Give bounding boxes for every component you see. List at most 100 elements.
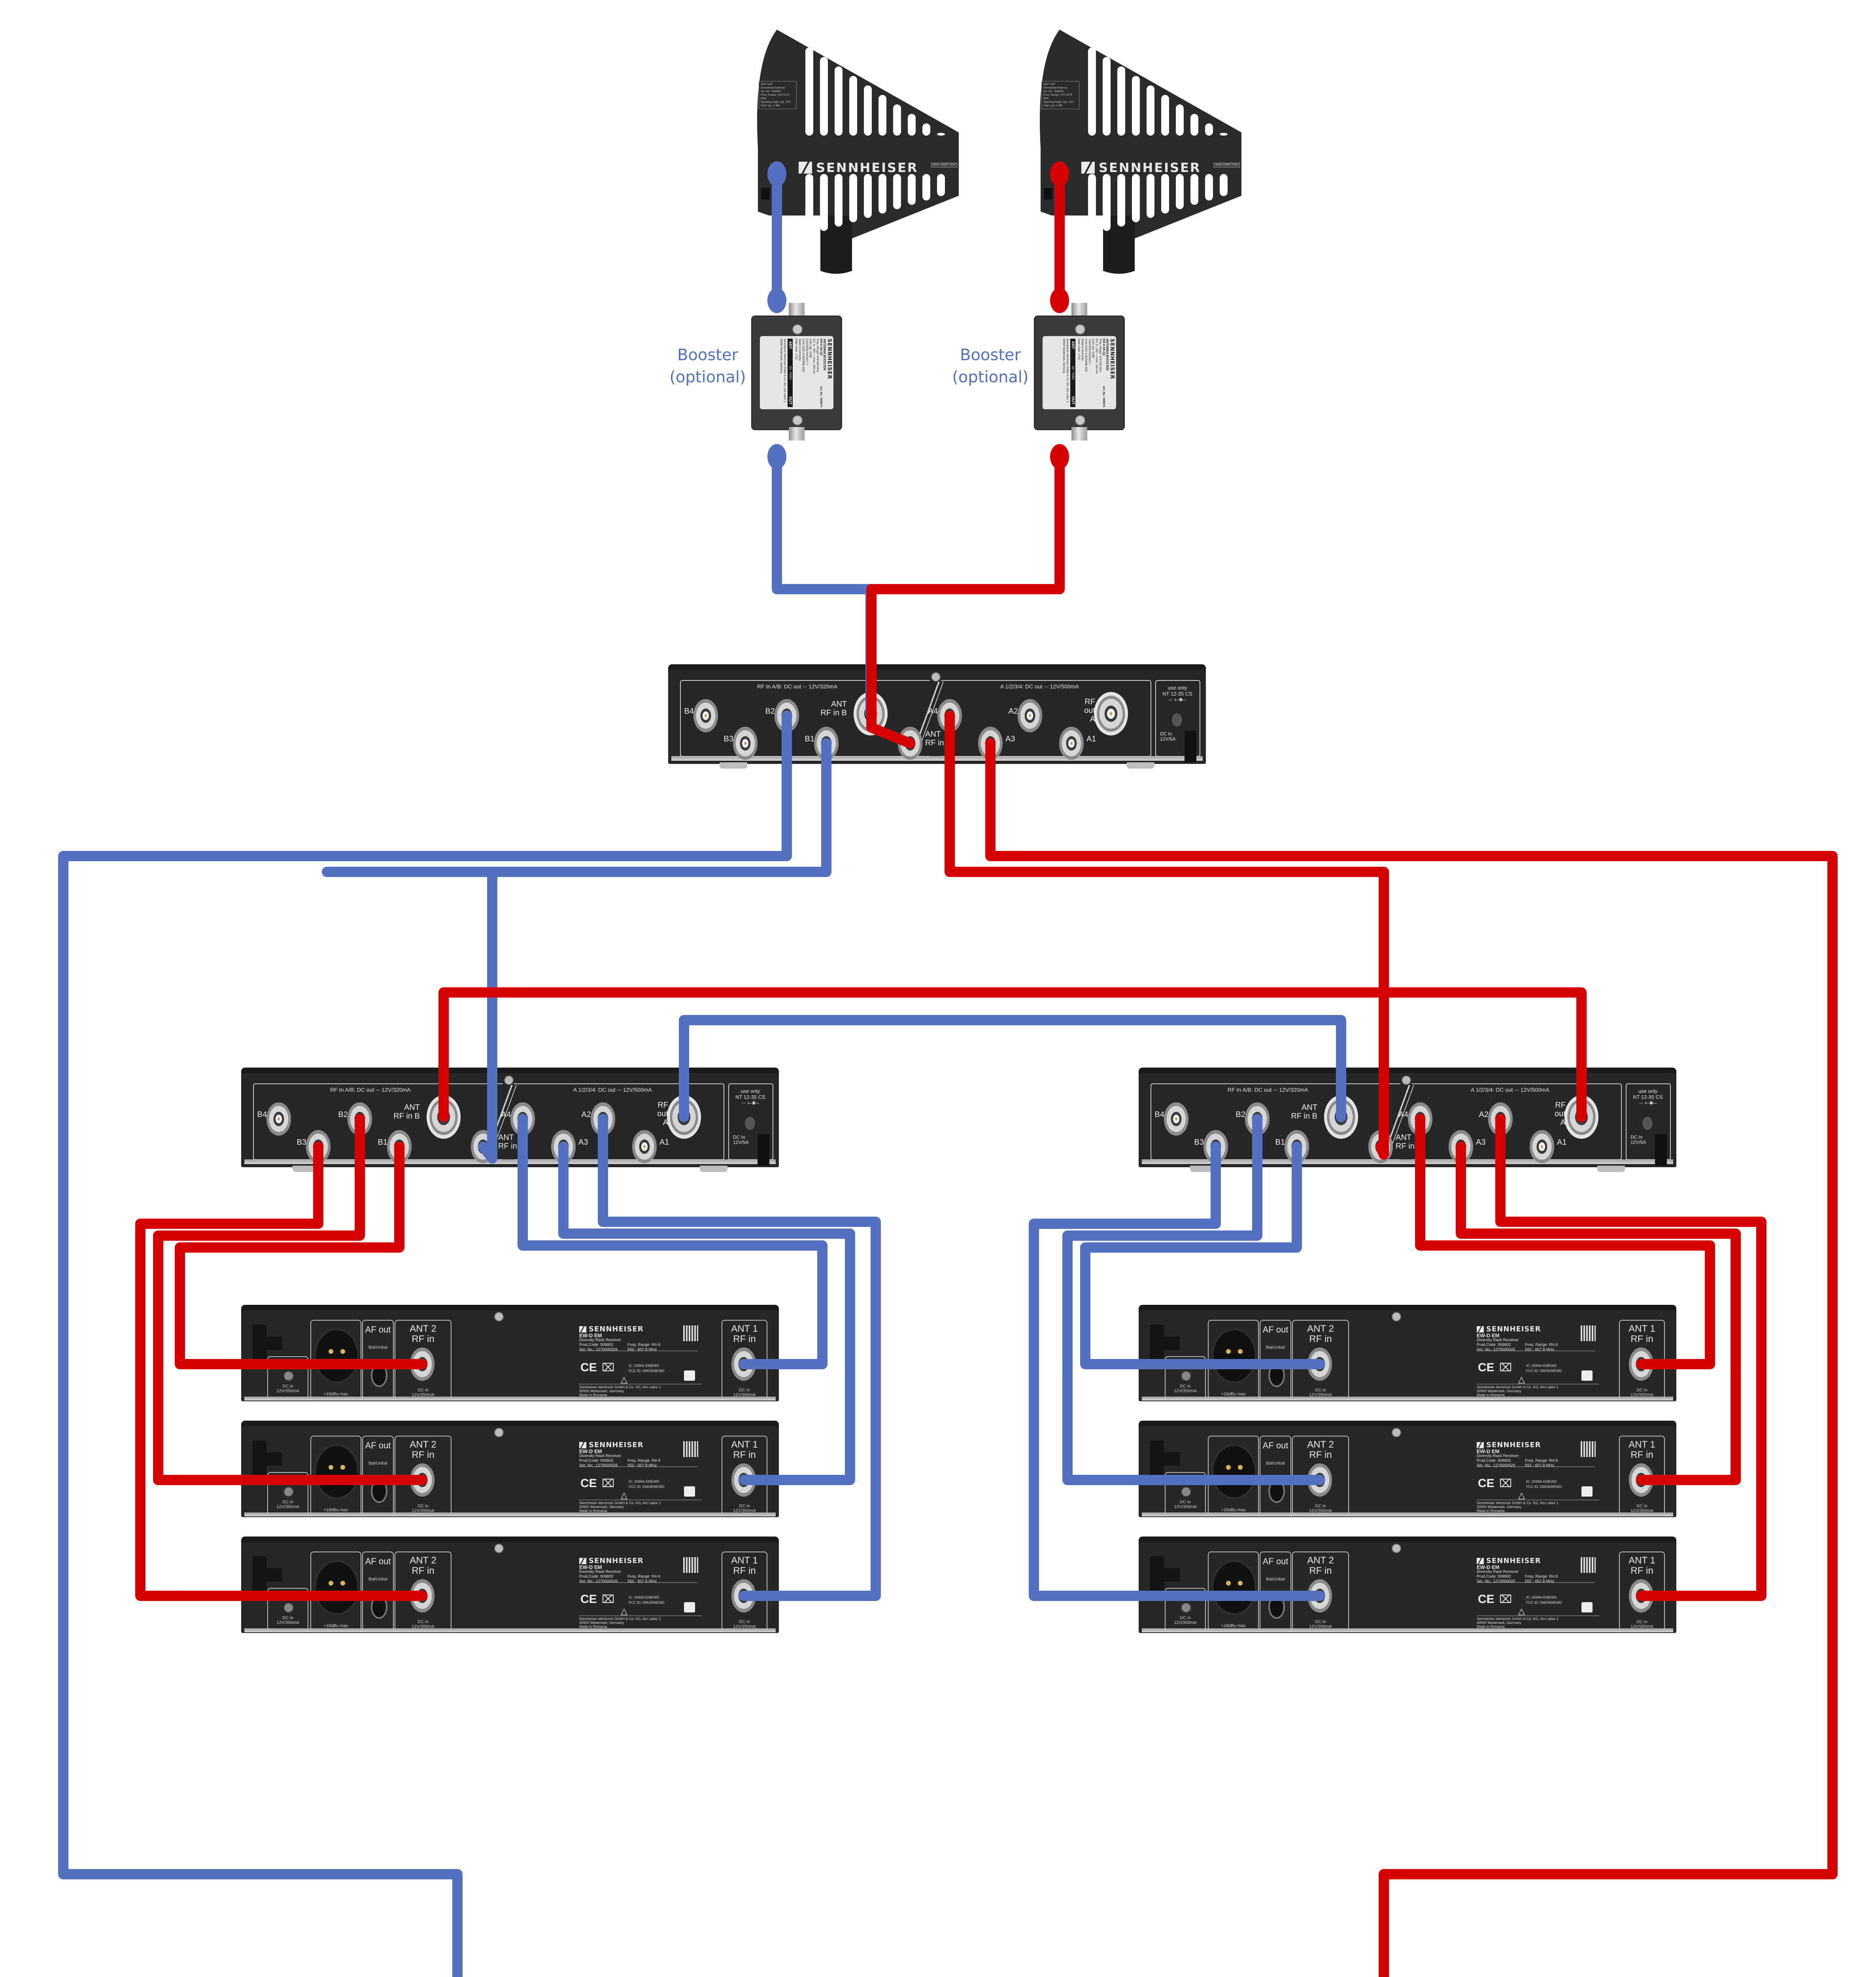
bnc-port-a1[interactable] — [1530, 1130, 1554, 1163]
compliance-mark-icon — [1581, 1486, 1593, 1497]
dc-in-line1: DC in — [1180, 1500, 1191, 1504]
xlr-pin — [340, 1465, 345, 1470]
xlr-output-connector[interactable] — [314, 1329, 359, 1383]
cable-plug — [767, 444, 786, 469]
bnc-port-ant2[interactable] — [410, 1348, 435, 1381]
booster-address: Sennheiser electronic GmbH & Co. KG, Am … — [780, 338, 786, 403]
receiver-brand-text: SENNHEISER — [1486, 1557, 1541, 1565]
booster-ant-label: ANT — [1071, 341, 1075, 349]
dc-jack-icon[interactable] — [283, 1602, 294, 1613]
dc-input-jack[interactable] — [1170, 712, 1184, 728]
af-out-jack[interactable] — [1268, 1479, 1285, 1503]
bnc-port-ant-a[interactable] — [1368, 1130, 1393, 1163]
bnc-port-a4[interactable] — [937, 699, 962, 732]
xlr-output-connector[interactable] — [314, 1444, 359, 1499]
port-label-a1: A1 — [1557, 1138, 1567, 1147]
xlr-pin — [1226, 1349, 1231, 1354]
bnc-port-a2[interactable] — [1488, 1102, 1513, 1136]
xlr-output-connector[interactable] — [314, 1560, 359, 1615]
bnc-port-b2[interactable] — [775, 699, 799, 732]
dc-jack-icon[interactable] — [1181, 1602, 1192, 1613]
antenna-brand: SENNHEISER — [1081, 160, 1201, 175]
bnc-port-ant-b[interactable] — [1324, 1095, 1358, 1139]
port-label-a4: A4 — [928, 707, 938, 716]
dc-input-jack[interactable] — [743, 1115, 757, 1132]
bnc-port-ant1[interactable] — [731, 1348, 756, 1381]
bnc-port-a3[interactable] — [1449, 1130, 1473, 1163]
dc-polarity-icon: ⎓ +-◉-- — [1168, 697, 1186, 703]
bnc-port-ant-b[interactable] — [854, 692, 888, 735]
bnc-port-b3[interactable] — [306, 1130, 331, 1163]
power-cable-latch — [252, 1440, 266, 1476]
receiver-desc: Diversity Rack Receiver — [579, 1454, 622, 1458]
bnc-port-b2[interactable] — [1245, 1102, 1270, 1136]
bnc-port-rf-out-a[interactable] — [667, 1095, 701, 1139]
splitter-foot — [1190, 1166, 1218, 1172]
bnc-port-a4[interactable] — [1408, 1102, 1432, 1136]
bnc-port-b4[interactable] — [693, 699, 718, 732]
bnc-port-b1[interactable] — [814, 727, 839, 760]
af-out-jack[interactable] — [1268, 1363, 1285, 1387]
bnc-port-a4[interactable] — [510, 1102, 535, 1136]
af-out-jack[interactable] — [371, 1479, 387, 1503]
dc-input-jack[interactable] — [1641, 1115, 1654, 1132]
bnc-port-b3[interactable] — [1203, 1130, 1228, 1163]
power-cable-latch — [1150, 1440, 1164, 1476]
bnc-port-ant1[interactable] — [1629, 1579, 1653, 1612]
bnc-port-a3[interactable] — [551, 1130, 576, 1163]
bnc-port-b2[interactable] — [348, 1102, 372, 1136]
xlr-output-connector[interactable] — [1212, 1560, 1256, 1615]
bnc-port-rf-out-a[interactable] — [1094, 692, 1128, 735]
label-divider — [579, 1582, 698, 1583]
bnc-port-a2[interactable] — [591, 1102, 615, 1136]
booster-caption-line2: (optional) — [669, 368, 746, 386]
bnc-port-b4[interactable] — [266, 1102, 291, 1136]
receiver-ic: IC: 2099A-EMEWD — [1526, 1480, 1557, 1484]
bnc-port-ant2[interactable] — [1307, 1579, 1332, 1612]
dc-note-line2: NT 12-35 CS — [1633, 1094, 1663, 1100]
bnc-port-ant2[interactable] — [410, 1579, 435, 1612]
af-out-jack[interactable] — [371, 1363, 387, 1387]
bnc-port-a2[interactable] — [1018, 699, 1042, 732]
bnc-port-rf-out-a[interactable] — [1564, 1095, 1598, 1139]
bnc-port-b1[interactable] — [1285, 1130, 1309, 1163]
ce-mark-icon: CE — [580, 1477, 597, 1490]
bnc-port-ant-a[interactable] — [898, 727, 922, 760]
bnc-port-ant1[interactable] — [1629, 1348, 1653, 1381]
ant1-line2: RF in — [733, 1565, 756, 1576]
bnc-port-b4[interactable] — [1164, 1102, 1188, 1136]
bnc-port-a1[interactable] — [632, 1130, 657, 1163]
bnc-port-ant1[interactable] — [1629, 1463, 1653, 1497]
bnc-port-b1[interactable] — [387, 1130, 412, 1163]
bnc-port-ant-b[interactable] — [427, 1095, 461, 1139]
bnc-port-ant2[interactable] — [1307, 1348, 1332, 1381]
dc-jack-icon[interactable] — [283, 1370, 294, 1382]
bnc-port-ant2[interactable] — [410, 1463, 435, 1497]
port-label-b4: B4 — [1154, 1110, 1164, 1119]
af-out-jack[interactable] — [1268, 1595, 1285, 1619]
bnc-port-ant2[interactable] — [1307, 1463, 1332, 1497]
dc-in-line1: DC in — [282, 1616, 293, 1620]
dc-polarity-icon: ⎓ — [285, 1359, 290, 1366]
bnc-port-a3[interactable] — [978, 727, 1003, 760]
dc-in-line2: 12V/350mA — [733, 1624, 756, 1629]
xlr-output-connector[interactable] — [1212, 1444, 1256, 1499]
xlr-output-connector[interactable] — [1212, 1329, 1256, 1383]
af-out-jack[interactable] — [371, 1595, 387, 1619]
bnc-port-ant1[interactable] — [731, 1463, 756, 1497]
bnc-port-ant1[interactable] — [731, 1579, 756, 1612]
dc-jack-icon[interactable] — [1181, 1370, 1192, 1382]
dc-jack-icon[interactable] — [1181, 1486, 1192, 1497]
bnc-port-ant-a[interactable] — [471, 1130, 495, 1163]
booster-brand: SENNHEISER — [826, 338, 832, 379]
xlr-pin — [1232, 1362, 1237, 1367]
bnc-port-a1[interactable] — [1059, 727, 1084, 760]
dc-jack-icon[interactable] — [283, 1486, 294, 1497]
bnc-port-b3[interactable] — [733, 727, 758, 760]
